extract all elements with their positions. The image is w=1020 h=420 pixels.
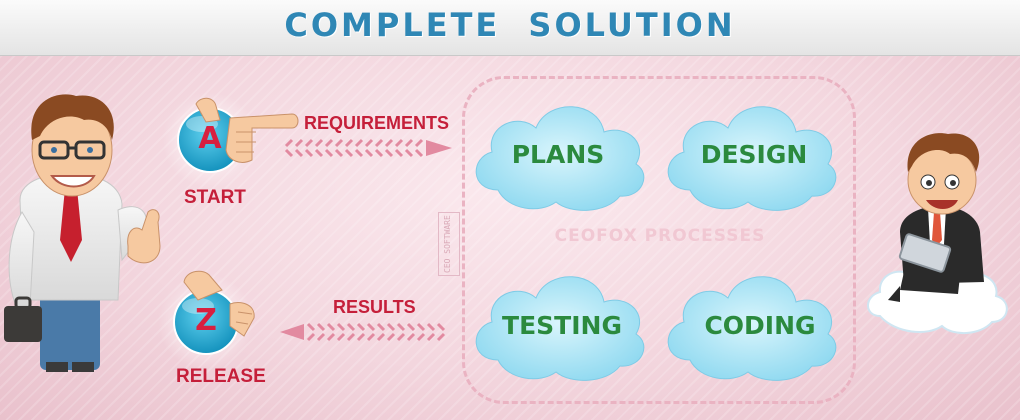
pointing-hand-icon (195, 97, 299, 163)
cloud-testing-label: TESTING (502, 311, 622, 340)
process-group-title: CEOFOX PROCESSES (554, 226, 766, 246)
start-badge-letter: A (198, 121, 222, 156)
cartoon-man-on-cloud-illustration (867, 133, 1008, 334)
release-label: RELEASE (176, 366, 266, 387)
cloud-testing-shape (475, 276, 645, 381)
header-bar: COMPLETE SOLUTION (0, 0, 1020, 56)
cloud-plans-shape (475, 106, 645, 211)
results-arrow (280, 322, 446, 342)
start-badge (162, 92, 258, 188)
page-title: COMPLETE SOLUTION (284, 6, 736, 44)
process-group-border (462, 76, 856, 404)
results-label: RESULTS (333, 297, 416, 317)
requirements-label: REQUIREMENTS (304, 113, 450, 133)
cloud-plans-label: PLANS (511, 140, 605, 169)
vertical-brand-tag: CEO SOFTWARE (438, 212, 460, 276)
cloud-coding-label: CODING (704, 311, 816, 340)
cloud-design-shape (667, 106, 837, 211)
holding-hand-icon (183, 270, 255, 337)
cloud-coding-shape (667, 276, 837, 381)
cloud-design-label: DESIGN (700, 140, 808, 169)
requirements-arrow (284, 138, 452, 158)
businessman-illustration (4, 94, 161, 372)
start-label: START (184, 187, 246, 208)
release-badge-letter: Z (195, 303, 217, 338)
